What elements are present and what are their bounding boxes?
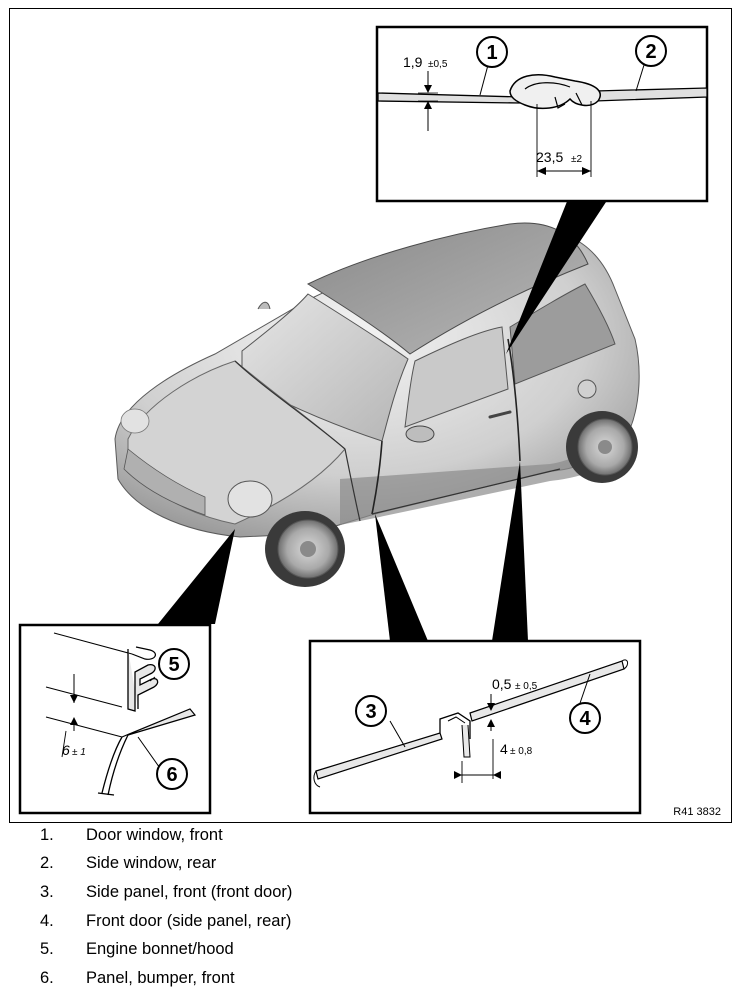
diagram-figure: 1 2 3 4 5 6 1,9 ±0,5 23,5 ±2 0,5 ± 0,5 4… — [9, 8, 732, 823]
callout-6: 6 — [156, 758, 188, 790]
svg-text:4: 4 — [579, 708, 591, 730]
svg-text:2: 2 — [645, 41, 656, 63]
dim-3-main: 0,5 — [492, 676, 512, 692]
legend-number: 6. — [40, 969, 54, 987]
legend-text: Front door (side panel, rear) — [86, 912, 292, 930]
dim-3-tol: ± 0,5 — [515, 681, 538, 692]
callout-3: 3 — [355, 695, 387, 727]
callout-1: 1 — [476, 36, 508, 68]
svg-text:1: 1 — [486, 42, 497, 64]
legend-item: 4. Front door (side panel, rear) — [0, 912, 742, 940]
dim-1-tol: ±0,5 — [428, 59, 448, 70]
svg-text:5: 5 — [168, 654, 179, 676]
dim-5-tol: ± 1 — [72, 747, 86, 758]
figure-ref-code: R41 3832 — [673, 806, 721, 818]
legend-item: 6. Panel, bumper, front — [0, 969, 742, 997]
dim-4-main: 4 — [500, 741, 508, 757]
dim-4-tol: ± 0,8 — [510, 746, 533, 757]
callout-2: 2 — [635, 35, 667, 67]
legend-item: 3. Side panel, front (front door) — [0, 883, 742, 911]
legend-text: Panel, bumper, front — [86, 969, 235, 987]
dim-2-tol: ±2 — [571, 154, 582, 165]
legend-number: 4. — [40, 912, 54, 930]
legend-number: 1. — [40, 826, 54, 844]
legend-item: 1. Door window, front — [0, 826, 742, 854]
legend-text: Side window, rear — [86, 854, 217, 872]
legend-text: Engine bonnet/hood — [86, 940, 234, 958]
car-gap-diagram: 1 2 3 4 5 6 1,9 ±0,5 23,5 ±2 0,5 ± 0,5 4… — [18, 25, 721, 818]
legend-item: 2. Side window, rear — [0, 854, 742, 882]
svg-text:3: 3 — [365, 701, 376, 723]
legend-number: 5. — [40, 940, 54, 958]
legend-number: 2. — [40, 854, 54, 872]
leader-wedges — [158, 199, 608, 641]
dim-2-main: 23,5 — [536, 149, 563, 165]
svg-text:6: 6 — [166, 764, 177, 786]
legend-text: Side panel, front (front door) — [86, 883, 293, 901]
legend-text: Door window, front — [86, 826, 223, 844]
callout-4: 4 — [569, 702, 601, 734]
dim-5-main: 6 — [62, 742, 70, 758]
legend-number: 3. — [40, 883, 54, 901]
dim-1-main: 1,9 — [403, 54, 423, 70]
car-illustration — [114, 222, 640, 587]
callout-5: 5 — [158, 648, 190, 680]
legend-item: 5. Engine bonnet/hood — [0, 940, 742, 968]
